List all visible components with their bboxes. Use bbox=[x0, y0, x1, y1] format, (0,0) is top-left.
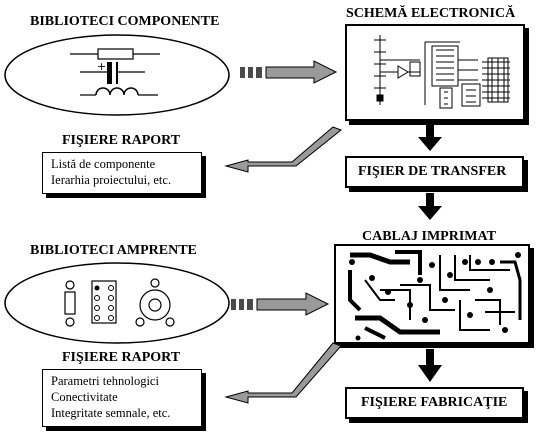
arrow-components-to-schematic bbox=[240, 60, 338, 84]
fabrication-files-label: FIŞIERE FABRICAŢIE bbox=[361, 395, 508, 410]
report-2-line-3: Integritate semnale, etc. bbox=[51, 406, 171, 420]
pcb-drawing bbox=[348, 250, 522, 341]
report-2-line-2: Conectivitate bbox=[51, 390, 118, 404]
arrow-footprints-to-pcb bbox=[231, 292, 330, 316]
schematic-drawing bbox=[374, 35, 510, 109]
report-2-line-1: Parametri tehnologici bbox=[51, 374, 159, 388]
report-1-line-2: Ierarhia proiectului, etc. bbox=[51, 173, 172, 187]
report-files-label-1: FIŞIERE RAPORT bbox=[62, 133, 181, 148]
lib-components-label: BIBLIOTECI COMPONENTE bbox=[30, 14, 220, 29]
arrow-schematic-to-transfer bbox=[418, 124, 442, 151]
fabrication-files-box bbox=[345, 387, 524, 419]
pcb-label: CABLAJ IMPRIMAT bbox=[362, 229, 496, 244]
report-files-label-2: FIŞIERE RAPORT bbox=[62, 350, 181, 365]
transfer-file-box bbox=[345, 156, 524, 188]
report-box-2: Parametri tehnologici Conectivitate Inte… bbox=[42, 369, 202, 427]
report-box-1: Listă de componente Ierarhia proiectului… bbox=[42, 152, 202, 194]
transfer-file-label: FIŞIER DE TRANSFER bbox=[358, 164, 507, 179]
arrow-schematic-to-report-1 bbox=[224, 126, 342, 173]
arrow-pcb-to-fabrication bbox=[418, 349, 442, 382]
schematic-label: SCHEMĂ ELECTRONICĂ bbox=[346, 6, 516, 21]
arrow-pcb-to-report-2 bbox=[224, 342, 342, 404]
lib-footprints-label: BIBLIOTECI AMPRENTE bbox=[30, 243, 197, 258]
lib-footprints-ellipse bbox=[4, 262, 230, 344]
svg-text:+: + bbox=[97, 60, 106, 73]
report-1-line-1: Listă de componente bbox=[51, 157, 156, 171]
lib-components-ellipse: + bbox=[4, 34, 230, 116]
arrow-transfer-to-pcb bbox=[418, 193, 442, 220]
